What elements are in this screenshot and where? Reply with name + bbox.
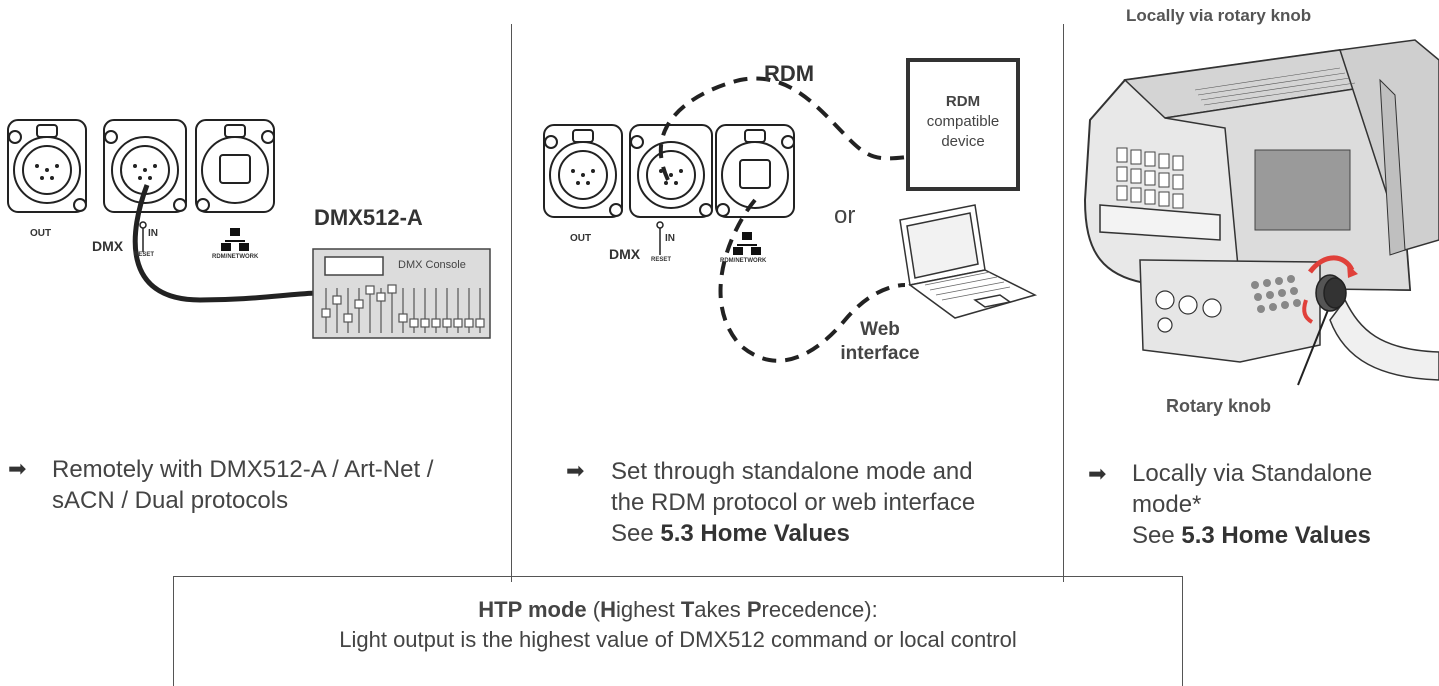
- or-label: or: [834, 202, 856, 229]
- htp-description: Light output is the highest value of DMX…: [339, 627, 1017, 652]
- web-line2: interface: [840, 343, 920, 364]
- p2-see-ref[interactable]: 5.3 Home Values: [660, 520, 850, 547]
- knob-pointer-line: [1297, 309, 1329, 386]
- htp-t-rest: akes: [694, 597, 747, 622]
- htp-h-rest: ighest: [615, 597, 681, 622]
- p3-text-line1: Locally via Standalone: [1132, 460, 1373, 487]
- device-line1: RDM: [945, 93, 981, 110]
- htp-open: (: [586, 597, 601, 622]
- p1-dmx-label: DMX: [92, 238, 124, 254]
- p1-in-label: IN: [148, 228, 158, 239]
- panel2-diagram: [543, 58, 1038, 363]
- device-line3: device: [941, 133, 985, 150]
- rdm-dashed-cable: [659, 76, 909, 181]
- panel3-fixture: [1083, 39, 1439, 386]
- dmx512a-label: DMX512-A: [314, 205, 423, 230]
- network-icon-2: [733, 232, 761, 255]
- p2-text-line1: Set through standalone mode and: [611, 458, 973, 485]
- p3-see-prefix: See: [1132, 522, 1182, 549]
- rdm-device-text: RDM compatible device: [912, 92, 1014, 152]
- htp-title-line: HTP mode (Highest Takes Precedence):: [174, 595, 1182, 625]
- p1-reset-label: RESET: [134, 252, 155, 258]
- p2-see-prefix: See: [611, 520, 661, 547]
- panel2-text: Set through standalone mode and the RDM …: [611, 456, 975, 549]
- p2-reset-label: RESET: [651, 257, 672, 263]
- web-line1: Web: [860, 319, 900, 340]
- p1-text-line2: sACN / Dual protocols: [52, 487, 289, 514]
- rotary-knob-label: Rotary knob: [1166, 396, 1272, 416]
- p1-text-line1: Remotely with DMX512-A / Art-Net /: [52, 456, 434, 483]
- rdm-label: RDM: [764, 61, 815, 86]
- rotary-knob: [1315, 274, 1347, 312]
- panel3-title: Locally via rotary knob: [1126, 6, 1312, 25]
- htp-p-rest: recedence):: [761, 597, 878, 622]
- p1-arrow-icon: ➡: [8, 456, 27, 481]
- htp-h: H: [600, 597, 616, 622]
- p2-dmx-label: DMX: [609, 246, 641, 262]
- p2-text-line2: the RDM protocol or web interface: [611, 489, 976, 516]
- p2-network-label: RDM/NETWORK: [720, 258, 767, 264]
- device-line2: compatible: [926, 113, 1000, 130]
- dmx-console: [312, 248, 491, 339]
- p3-see-ref[interactable]: 5.3 Home Values: [1181, 522, 1371, 549]
- panel1-diagram: [7, 119, 491, 339]
- p2-arrow-icon: ➡: [566, 458, 585, 483]
- dmx-console-label: DMX Console: [398, 259, 466, 271]
- p2-in-label: IN: [665, 233, 675, 244]
- htp-mode-box: HTP mode (Highest Takes Precedence): Lig…: [173, 576, 1183, 686]
- laptop: [899, 204, 1038, 319]
- xlr-out-connector: [7, 119, 87, 213]
- p1-out-label: OUT: [30, 228, 52, 239]
- htp-p: P: [746, 597, 762, 622]
- p2-out-label: OUT: [570, 233, 592, 244]
- rj45-connector: [195, 119, 275, 213]
- panel1-text: Remotely with DMX512-A / Art-Net / sACN …: [52, 454, 433, 516]
- dmx-cable: [132, 184, 316, 303]
- divider-left: [511, 24, 512, 582]
- htp-title-bold: HTP mode: [478, 597, 587, 622]
- p1-network-label: RDM/NETWORK: [212, 254, 259, 260]
- rdm-device-box: [906, 58, 1020, 191]
- p2-see-line: See 5.3 Home Values: [611, 518, 975, 549]
- p3-arrow-icon: ➡: [1088, 461, 1107, 486]
- web-interface-label: Web interface: [830, 318, 930, 366]
- divider-right: [1063, 24, 1064, 582]
- p3-see-line: See 5.3 Home Values: [1132, 520, 1372, 551]
- network-icon: [221, 228, 249, 251]
- panel3-text: Locally via Standalone mode* See 5.3 Hom…: [1132, 458, 1372, 551]
- htp-t: T: [680, 597, 695, 622]
- p3-text-line2: mode*: [1132, 491, 1202, 518]
- web-dashed-cable: [718, 198, 906, 363]
